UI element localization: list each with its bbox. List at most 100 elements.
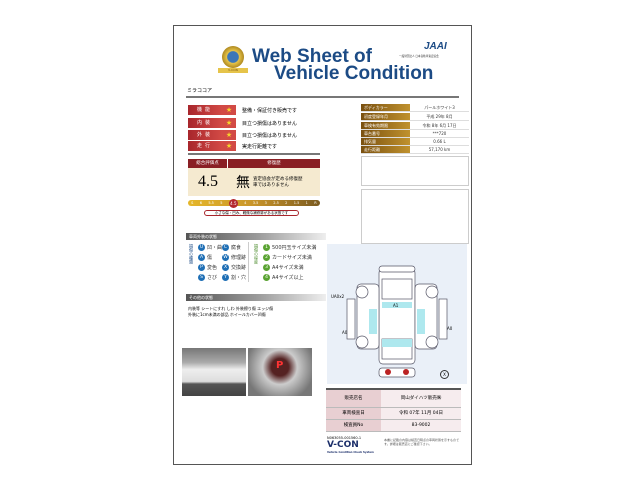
spec-row: ボディカラー パールホワイト3 — [361, 104, 469, 112]
vcon-sub: Vehicle Condition Check System — [327, 451, 374, 454]
rating-text: 整備・保証付き販売です — [242, 107, 298, 114]
scale-mark: S — [191, 201, 194, 205]
spec-value: パールホワイト3 — [424, 105, 455, 110]
scale-mark: 3.5 — [252, 201, 259, 205]
title-line1: Web Sheet of — [252, 46, 372, 67]
vcon-logo: V-CON — [327, 440, 359, 450]
repair-label: 修復歴 — [267, 161, 281, 166]
rating-label: 走行 — [188, 141, 222, 151]
spec-row: 車台番号 ***720 — [361, 130, 469, 138]
spec-row: 車検有効期限 令和 8年 6月 17日 — [361, 122, 469, 130]
score-value: 4.5 — [198, 173, 218, 190]
diagram-label: A0 — [447, 326, 453, 331]
spec-label: 車検有効期限 — [361, 122, 410, 129]
photo-car — [182, 348, 246, 396]
scale-mark: 5.5 — [208, 201, 214, 205]
type-code-icon: Y — [222, 274, 229, 281]
rating-row: 機能★ 整備・保証付き販売です — [188, 105, 328, 115]
star-icon: ★ — [222, 118, 236, 128]
condition-sheet: V-CON Web Sheet of Vehicle Condition JAA… — [173, 25, 472, 465]
other-text: 内装等 シートにすれ しわ 外装擦り傷 エッジ傷外装に1cm未満の部品 ホイール… — [188, 306, 274, 317]
star-icon: ★ — [222, 141, 236, 151]
rating-text: 実走行距離です — [242, 143, 278, 150]
scale-mark: 2 — [285, 201, 288, 205]
type-code-icon: P — [198, 264, 205, 271]
degree-label: 損傷の程度 — [254, 244, 259, 264]
rating-text: 目立つ損傷はありません — [242, 132, 297, 139]
scale-mark: 1.5 — [293, 201, 300, 205]
types-label: 損傷の種類 — [189, 244, 194, 264]
vcon-emblem — [222, 46, 244, 68]
jaai-sub: 一般財団法人 日本自動車査定協会 — [399, 55, 439, 58]
repair-value: 無 — [236, 176, 250, 191]
car-name: ミラココア — [187, 88, 213, 94]
star-icon: ★ — [222, 105, 236, 115]
dealer-row: 車両検査日令和 07年 11月 04日 — [326, 407, 461, 420]
spec-value: 57,170 km — [428, 147, 451, 152]
scale-mark: R — [314, 201, 317, 205]
spec-label: ボディカラー — [361, 104, 410, 111]
scale-mark: 1 — [305, 201, 308, 205]
jaai-logo: JAAI — [424, 41, 447, 52]
type-code-icon: C — [222, 244, 229, 251]
spec-label: 走行距離 — [361, 146, 410, 153]
scale-mark: 4.5 — [228, 198, 238, 208]
score-description: 小さな傷・凹み、軽微な補修跡がある状態です — [204, 210, 299, 216]
spec-label: 初度登録年月 — [361, 113, 410, 120]
scale-mark: 4 — [244, 201, 247, 205]
rating-label: 外装 — [188, 130, 222, 140]
title-line2: Vehicle Condition — [274, 63, 434, 84]
repair-text: 査定協会が定める修復歴車ではありません — [253, 177, 303, 188]
type-code-icon: W — [222, 254, 229, 261]
other-title: その他の状態 — [186, 294, 326, 301]
rating-label: 機能 — [188, 105, 222, 115]
photo-meter: P — [248, 348, 312, 396]
degree-code-icon: 1 — [263, 244, 270, 251]
spec-row: 走行距離 57,170 km — [361, 146, 469, 154]
spec-value: 0.66 L — [433, 139, 446, 144]
star-icon: ★ — [222, 130, 236, 140]
type-code-icon: S — [198, 274, 205, 281]
diagram-label: UA0x2 — [331, 294, 345, 299]
rating-row: 内装★目立つ損傷はありません — [188, 118, 328, 128]
degree-code-icon: 4 — [263, 274, 270, 281]
rating-row: 外装★ 目立つ損傷はありません — [188, 130, 328, 140]
spec-row: 排気量 0.66 L — [361, 138, 469, 146]
serial: N063055-001560-1 — [327, 436, 362, 440]
scale-mark: 3 — [264, 201, 267, 205]
spec-row: 初度登録年月 平成 29年 8月 — [361, 113, 469, 121]
diagram-label: A1 — [393, 303, 399, 308]
degree-code-icon: 2 — [263, 254, 270, 261]
scale-mark: 5 — [220, 201, 223, 205]
rating-row: 走行★ 実走行距離です — [188, 141, 328, 151]
type-code-icon: A — [198, 254, 205, 261]
spec-label: 車台番号 — [361, 130, 410, 137]
diagram-label: X — [440, 370, 449, 379]
spec-value: 平成 29年 8月 — [426, 114, 453, 119]
footer-note: 本書に記載の内容は検査日時点の車両状態を示すものです。詳細は販売店にご確認下さい… — [384, 438, 460, 446]
exterior-title: 車両外装の状態 — [186, 233, 326, 240]
vehicle-diagram: UA0x2 A1 A0 A0 X — [327, 244, 467, 384]
spec-value: ***720 — [432, 131, 447, 136]
spec-label: 排気量 — [361, 138, 410, 145]
degree-code-icon: 3 — [263, 264, 270, 271]
spec-value: 令和 8年 6月 17日 — [422, 123, 457, 128]
rating-text: 目立つ損傷はありません — [242, 120, 297, 127]
emblem-ribbon: V-CON — [218, 68, 248, 73]
type-code-icon: X — [222, 264, 229, 271]
